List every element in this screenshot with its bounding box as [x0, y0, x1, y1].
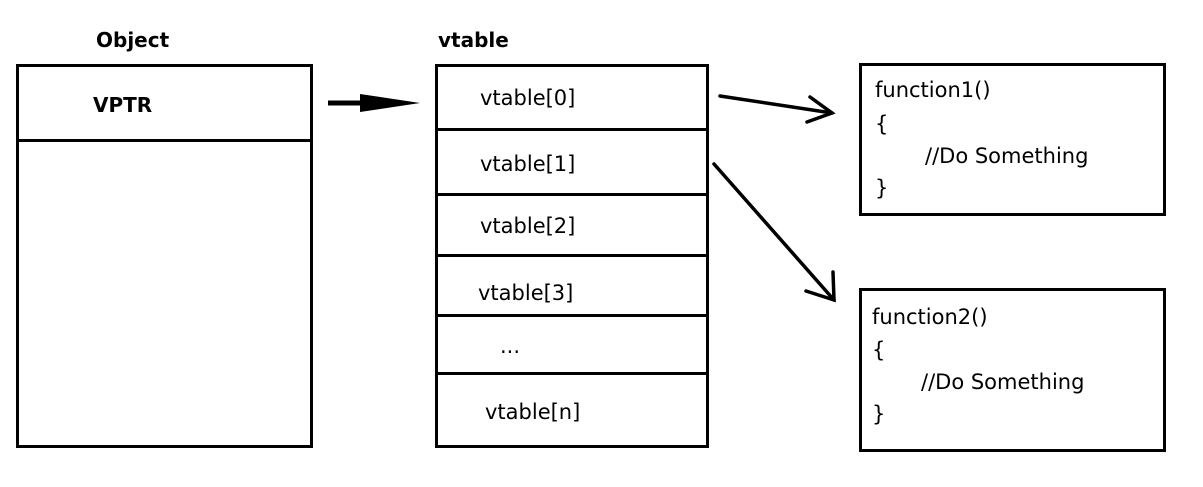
vtable-divider: [435, 372, 709, 375]
vptr-to-vtable-arrow: [328, 94, 420, 112]
function1-box: [859, 63, 1166, 216]
function2-body: //Do Something: [921, 370, 1085, 394]
vptr-label: VPTR: [93, 93, 153, 117]
vtable-entry: ...: [500, 334, 521, 358]
vtable-divider: [435, 314, 709, 317]
function2-signature: function2(): [872, 305, 988, 329]
vtable-entry: vtable[0]: [480, 86, 576, 110]
object-title: Object: [96, 28, 170, 52]
vtable0-to-function1-arrow: [718, 94, 836, 124]
object-divider: [16, 139, 313, 142]
vtable-entry: vtable[3]: [478, 281, 574, 305]
function1-open-brace: {: [875, 112, 889, 136]
object-box: [16, 64, 313, 448]
vtable-divider: [435, 128, 709, 131]
function2-close-brace: }: [872, 402, 886, 426]
function2-box: [859, 288, 1166, 452]
vtable-entry: vtable[n]: [485, 400, 581, 424]
function1-close-brace: }: [875, 176, 889, 200]
function2-open-brace: {: [872, 338, 886, 362]
vtable-divider: [435, 254, 709, 257]
vtable-title: vtable: [438, 28, 509, 52]
function1-signature: function1(): [875, 78, 991, 102]
function1-body: //Do Something: [925, 144, 1089, 168]
vtable1-to-function2-arrow: [712, 162, 836, 303]
vtable-entry: vtable[1]: [480, 152, 576, 176]
vtable-entry: vtable[2]: [480, 214, 576, 238]
vtable-divider: [435, 193, 709, 196]
